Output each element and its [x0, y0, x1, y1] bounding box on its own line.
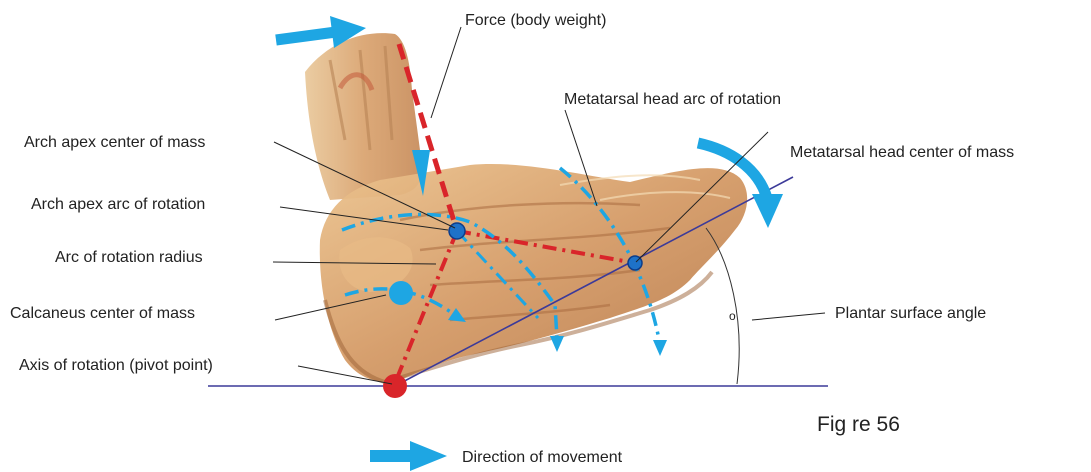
label-metatarsal-com: Metatarsal head center of mass [790, 144, 1014, 161]
label-plantar-angle: Plantar surface angle [835, 305, 986, 322]
arrow-head-icon [550, 336, 564, 352]
label-arch-apex-arc: Arch apex arc of rotation [31, 196, 205, 213]
label-arch-apex-com: Arch apex center of mass [24, 134, 205, 151]
label-calcaneus-com: Calcaneus center of mass [10, 305, 195, 322]
arch-apex-point [449, 223, 465, 239]
label-arc-radius: Arc of rotation radius [55, 249, 203, 266]
calcaneus-point [389, 281, 413, 305]
label-direction: Direction of movement [462, 449, 623, 466]
label-force: Force (body weight) [465, 12, 606, 29]
foot-illustration [305, 33, 747, 382]
pivot-point [383, 374, 407, 398]
label-metatarsal-arc: Metatarsal head arc of rotation [564, 91, 781, 108]
label-angle-symbol: o [729, 309, 736, 323]
right-arrow-icon [370, 441, 447, 471]
arrow-head-icon [653, 340, 667, 356]
label-axis: Axis of rotation (pivot point) [19, 357, 213, 374]
figure-caption: Fig re 56 [817, 413, 900, 436]
legend-direction: Direction of movement [370, 441, 623, 471]
